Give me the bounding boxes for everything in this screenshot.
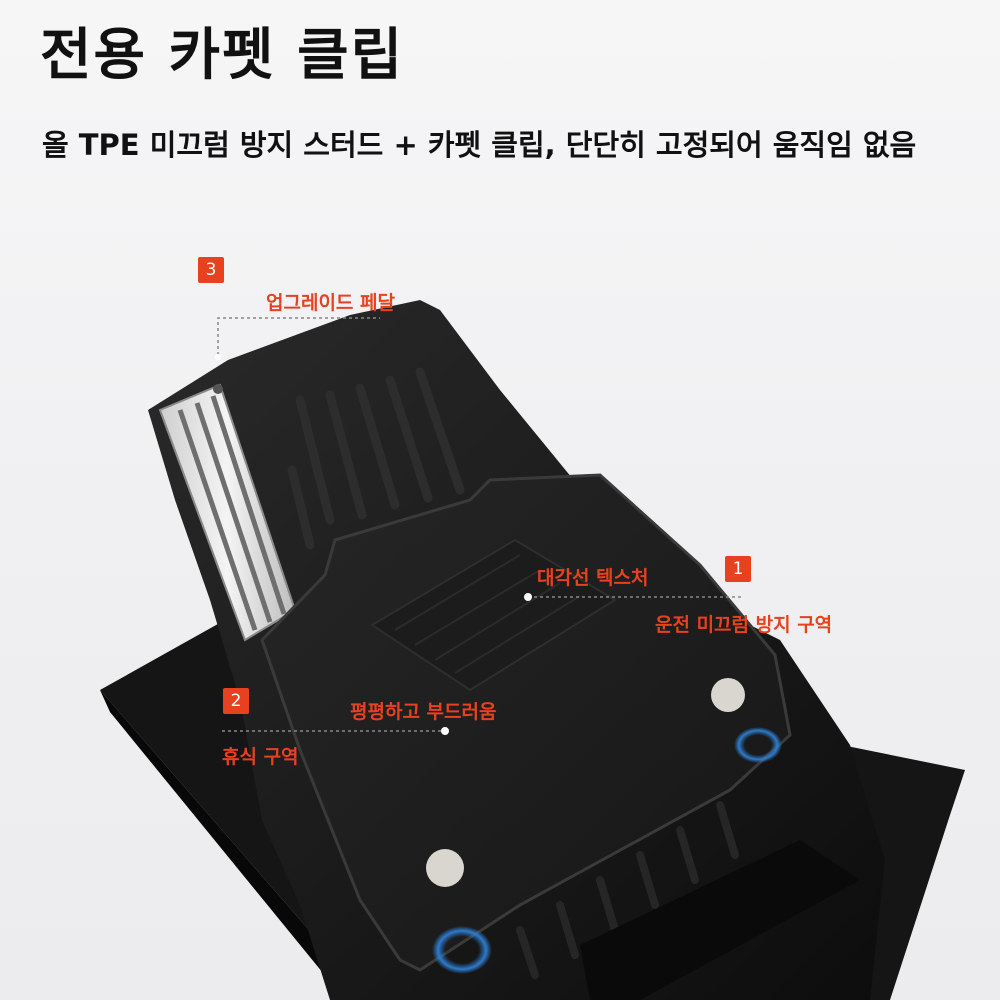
tray-channel xyxy=(580,840,860,1000)
tray-ribs xyxy=(287,367,465,550)
anti-slip-stud-right xyxy=(734,727,782,763)
pedal-plate xyxy=(158,383,297,642)
callout-1-label: 대각선 텍스처 xyxy=(537,567,649,589)
callout-2-label: 평평하고 부드러움 xyxy=(350,701,497,723)
carpet-clip-top xyxy=(711,678,745,712)
callout-1-sublabel: 운전 미끄럼 방지 구역 xyxy=(655,614,833,636)
anti-slip-stud-left xyxy=(432,926,492,974)
diagonal-texture-panel xyxy=(370,538,617,692)
callout-2-badge: 2 xyxy=(223,688,249,714)
tray-lower-ribs xyxy=(516,801,739,979)
carpet-clip-bottom xyxy=(426,849,464,887)
page-title: 전용 카펫 클립 xyxy=(40,23,405,88)
page-subtitle: 올 TPE 미끄럼 방지 스터드 + 카펫 클립, 단단히 고정되어 움직임 없… xyxy=(42,128,917,162)
callout-3-dot xyxy=(215,354,221,360)
callout-1-dot xyxy=(524,593,532,601)
diagonal-texture-lines xyxy=(394,554,581,674)
callout-3-label: 업그레이드 페달 xyxy=(266,292,395,314)
callout-2-dot xyxy=(441,727,449,735)
callout-leader-lines xyxy=(217,317,742,732)
callout-2-sublabel: 휴식 구역 xyxy=(222,746,299,768)
rear-liner-edge xyxy=(100,690,370,1000)
callout-1-badge: 1 xyxy=(725,556,751,582)
callout-3-badge: 3 xyxy=(198,257,224,283)
